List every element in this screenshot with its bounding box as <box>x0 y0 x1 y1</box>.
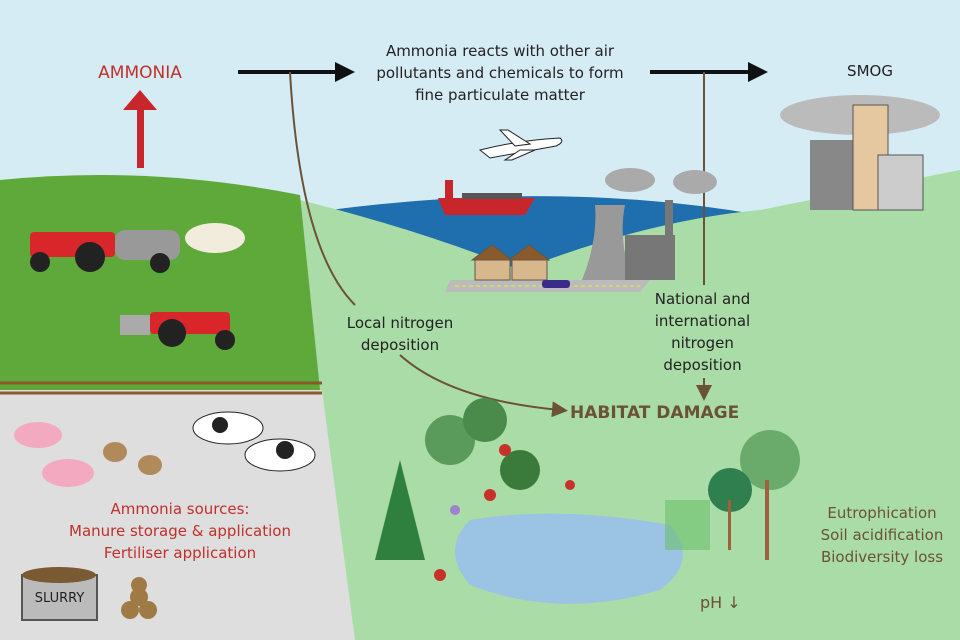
ship-icon <box>438 180 535 215</box>
local-deposition-curve <box>289 71 356 306</box>
pigs-icon <box>14 422 94 487</box>
trees-left <box>375 398 540 560</box>
ph-label: pH ↓ <box>700 593 741 612</box>
effect-item: Eutrophication <box>827 504 937 522</box>
pond <box>455 513 683 604</box>
car-icon <box>542 280 570 288</box>
houses-icon <box>470 244 551 281</box>
ammonia-up-arrow <box>123 90 157 168</box>
local-deposition-label: Local nitrogen deposition <box>346 314 454 354</box>
chickens-icon <box>103 442 162 475</box>
effect-item: Biodiversity loss <box>820 548 944 566</box>
smog-city-icon <box>780 95 940 211</box>
farm-field <box>0 175 320 390</box>
reacts-label: Ammonia reacts with other air pollutants… <box>376 42 624 104</box>
effect-item: Soil acidification <box>820 526 944 544</box>
source-item: Fertiliser application <box>103 544 257 562</box>
fertiliser-tractor-icon <box>120 312 235 350</box>
flow-arrows <box>238 62 768 82</box>
national-deposition-label: National and international nitrogen depo… <box>654 290 751 374</box>
cows-icon <box>192 411 316 472</box>
airplane-icon <box>478 129 563 161</box>
slurry-label: SLURRY <box>34 591 85 606</box>
smog-label: SMOG <box>847 62 893 80</box>
ammonia-label: AMMONIA <box>98 63 182 83</box>
trees-right <box>665 430 800 560</box>
flowers <box>434 444 575 581</box>
manure-pile-icon <box>121 577 157 619</box>
source-item: Manure storage & application <box>69 522 291 540</box>
ammonia-sources: Ammonia sources: Manure storage & applic… <box>50 498 310 564</box>
slurry-tractor-icon <box>30 223 245 273</box>
habitat-effects: Eutrophication Soil acidification Biodiv… <box>812 502 952 568</box>
sources-heading: Ammonia sources: <box>110 500 250 518</box>
slurry-tank-icon <box>21 567 98 621</box>
power-plant-icon <box>582 168 717 280</box>
habitat-damage-label: HABITAT DAMAGE <box>570 403 740 423</box>
fence <box>0 381 322 395</box>
habitat-curve <box>399 354 568 418</box>
